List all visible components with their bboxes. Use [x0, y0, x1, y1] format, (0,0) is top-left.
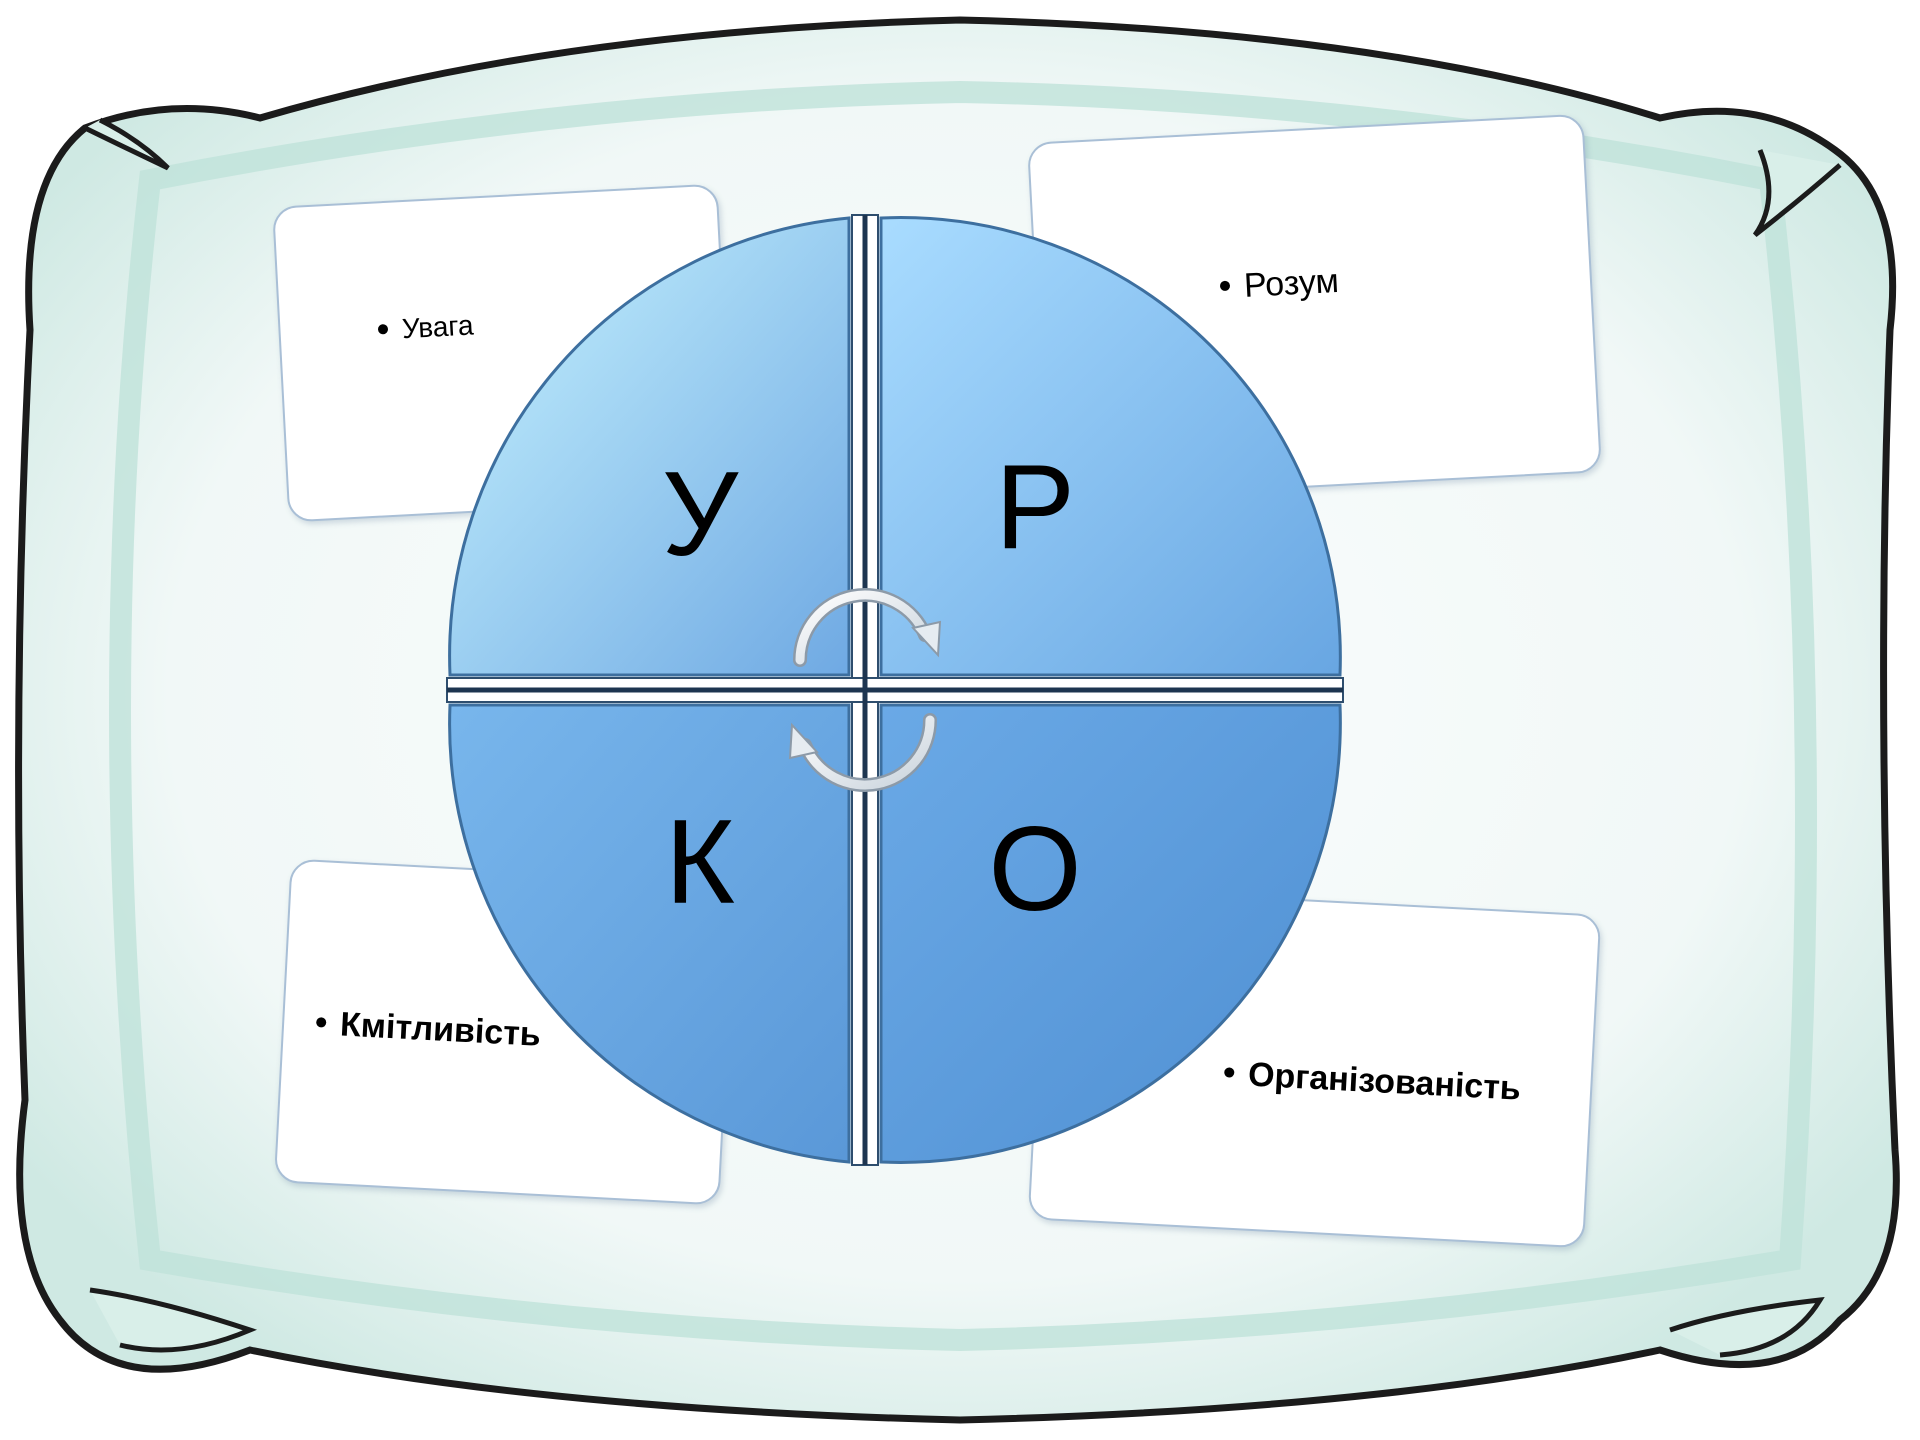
pillow-fold-top-right — [1752, 149, 1842, 237]
quadrant-letter-top-right: Р — [995, 440, 1075, 574]
quadrant-top-right: Р — [879, 216, 1342, 677]
cycle-arrows-icon — [788, 588, 942, 792]
pillow-fold-top-left — [83, 117, 170, 171]
quadrant-top-left: У — [448, 216, 851, 677]
quadrant-bottom-left: К — [448, 703, 851, 1164]
quadrant-letter-top-left: У — [662, 447, 739, 581]
pillow-fold-bottom-left — [89, 1287, 258, 1353]
quadrant-bottom-right: О — [879, 703, 1342, 1164]
quadrant-letter-bottom-left: К — [665, 795, 735, 929]
pillow-inner-band — [109, 80, 1817, 1352]
pillow-fold-bottom-right — [1669, 1296, 1825, 1358]
quadrant-letter-bottom-right: О — [988, 802, 1081, 936]
